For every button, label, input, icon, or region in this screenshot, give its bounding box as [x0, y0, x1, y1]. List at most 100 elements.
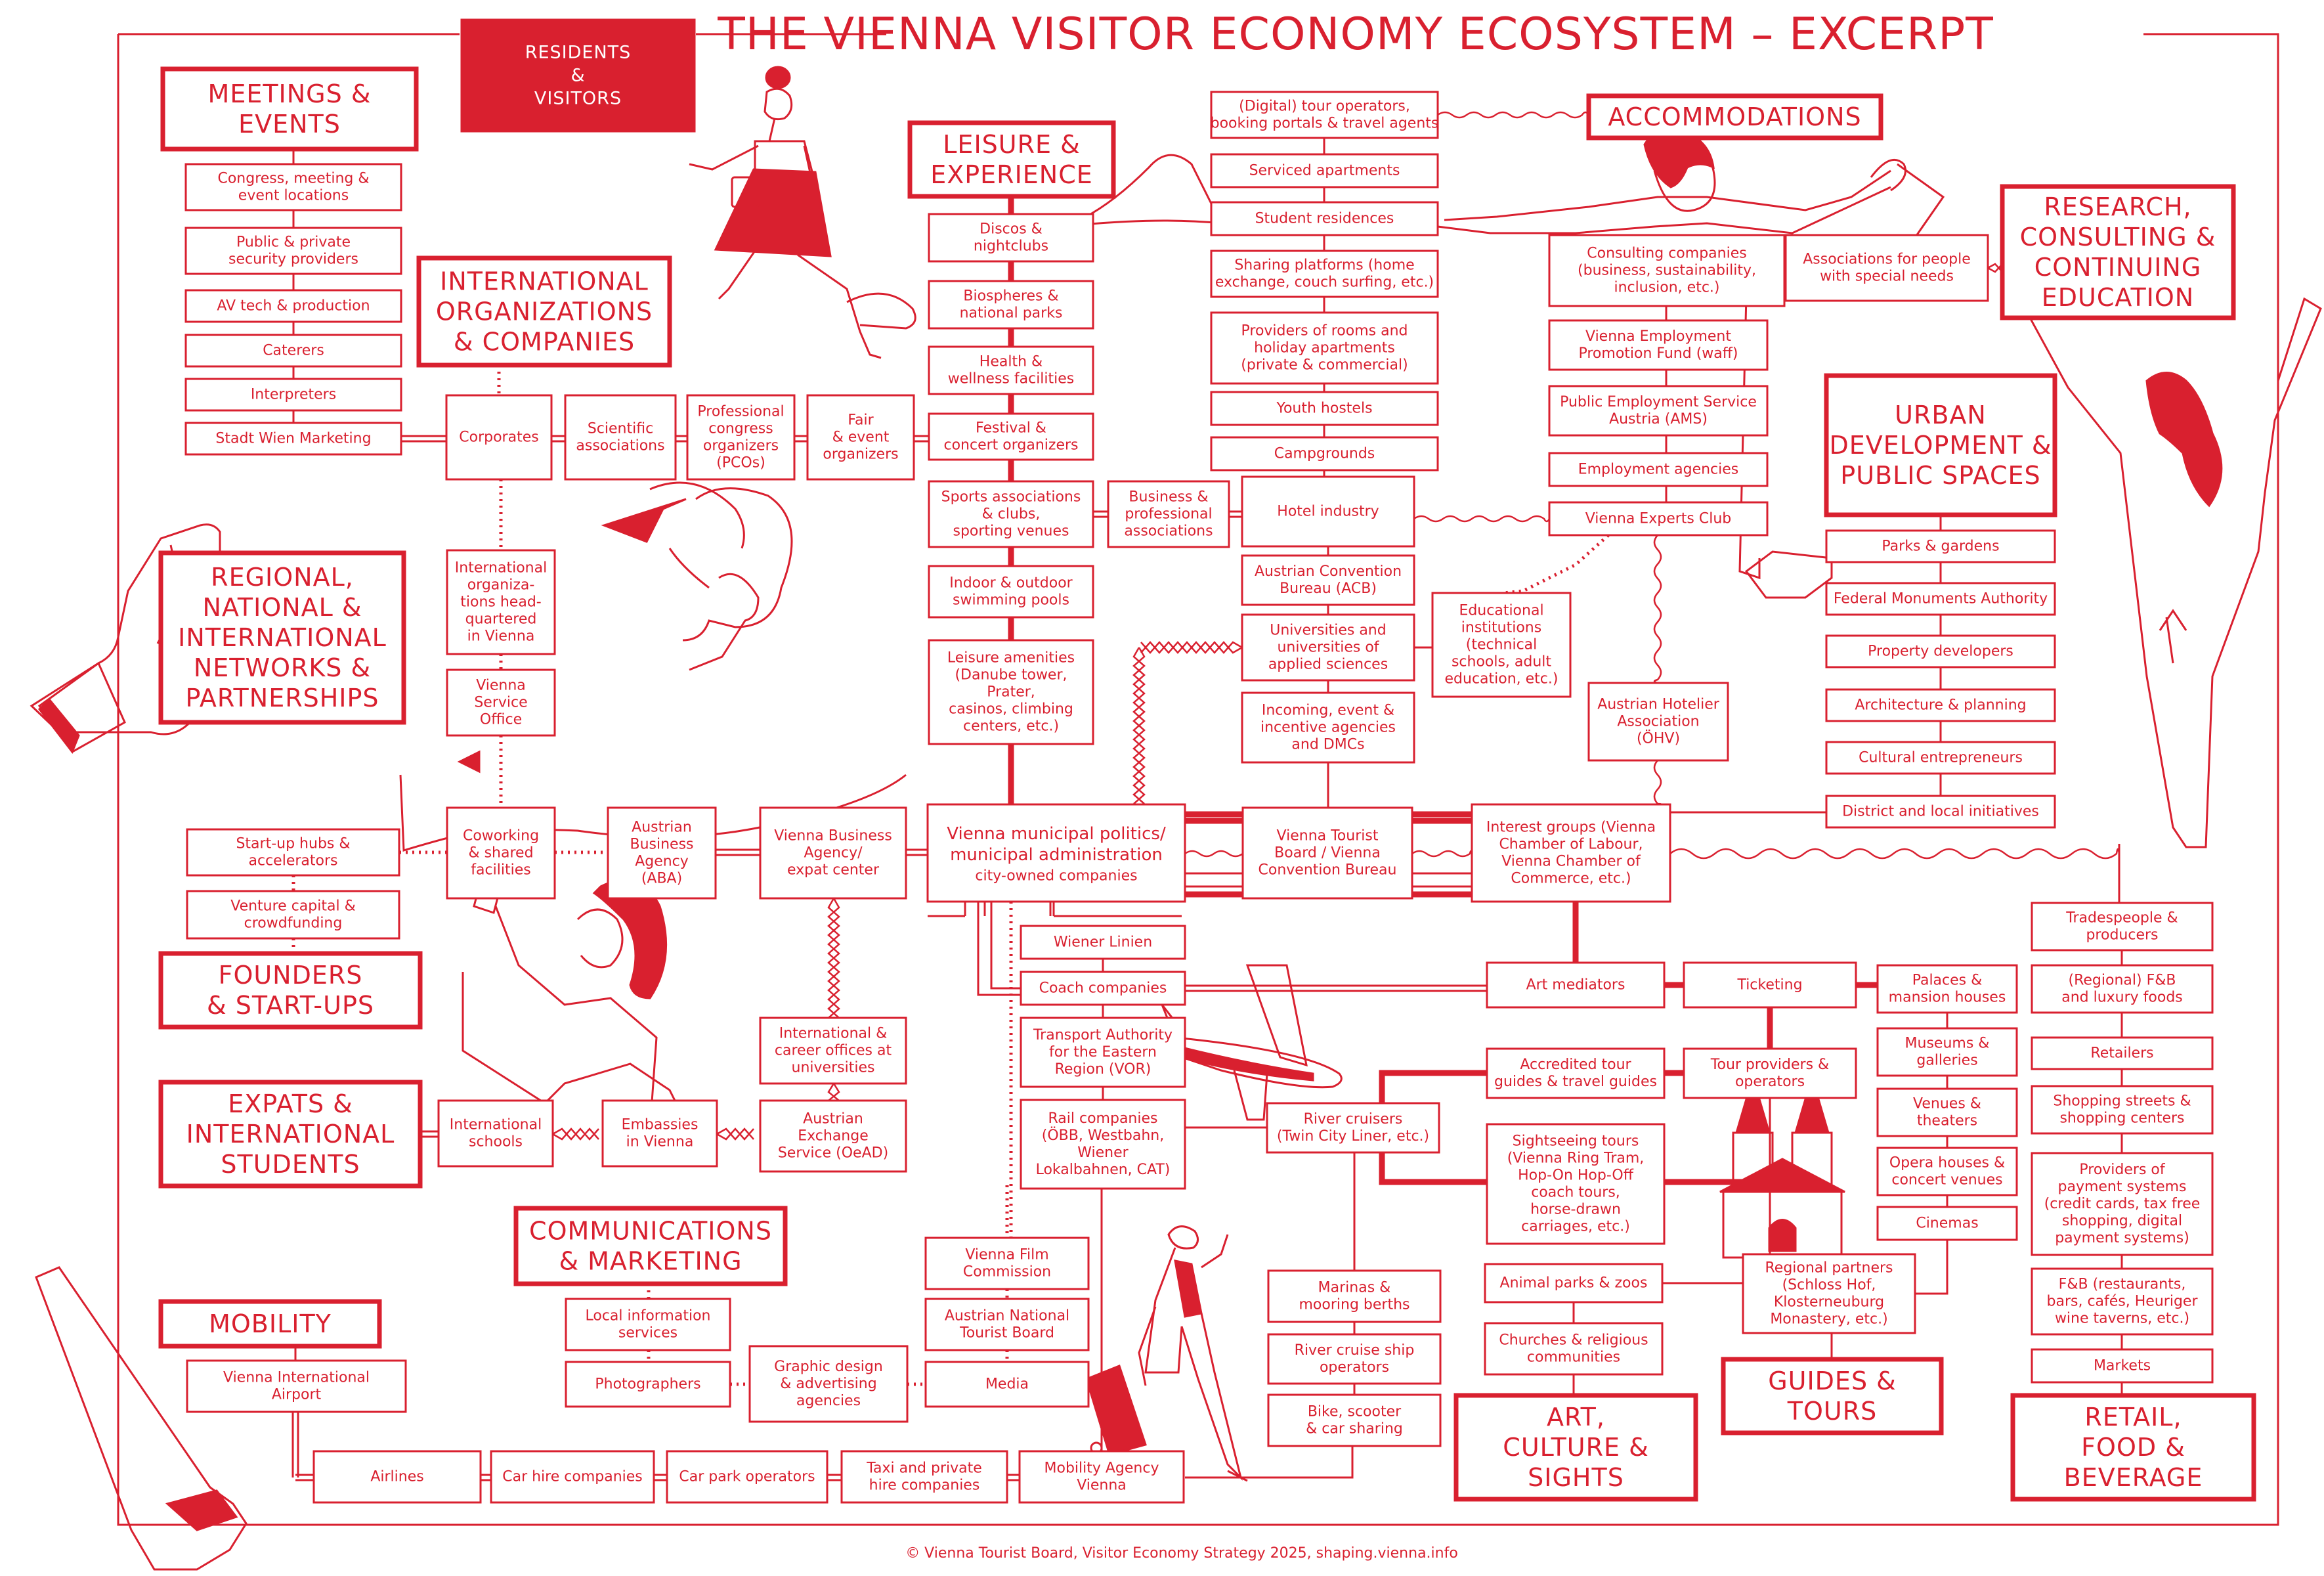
node-campgrounds: Campgrounds [1210, 436, 1439, 471]
double-connector [906, 848, 928, 856]
node-corporates: Corporates [445, 394, 553, 481]
node-frame [1210, 153, 1439, 188]
node-fb-rest: F&B (restaurants,bars, cafés, Heurigerwi… [2031, 1267, 2214, 1336]
label-line: VISITORS [534, 89, 622, 109]
label-line: FOUNDERS [219, 961, 363, 990]
label-line: Hop-On Hop-Off [1518, 1168, 1634, 1184]
label-line: EDUCATION [2042, 283, 2194, 312]
label-line: tions head- [460, 594, 541, 611]
label-line: Scientific [588, 421, 653, 437]
label-line: (Schloss Hof, [1782, 1277, 1876, 1294]
label-line: Vienna International [223, 1370, 370, 1386]
connectors [291, 111, 2123, 1481]
label-line: Coach companies [1039, 980, 1167, 997]
double-connector [654, 1474, 667, 1481]
node-monuments: Federal Monuments Authority [1825, 582, 2056, 616]
label-line: in Vienna [626, 1134, 694, 1150]
diamond-connector [552, 1127, 599, 1141]
node-frame [564, 394, 677, 481]
label-line: schools [469, 1134, 523, 1150]
label-line: operators [1735, 1074, 1805, 1090]
heading-frame [1824, 373, 2057, 517]
label-line: Hotel industry [1277, 504, 1379, 520]
universities-diamond [1140, 641, 1243, 654]
label-line: services [618, 1325, 678, 1342]
node-frame [1548, 452, 1769, 487]
node-frame [928, 213, 1094, 263]
label-line: centers, etc.) [963, 718, 1059, 735]
label-line: BEVERAGE [2064, 1463, 2203, 1492]
label-line: INTERNATIONAL [440, 267, 649, 296]
label-line: Austrian National [945, 1308, 1069, 1324]
label-line: Convention Bureau [1259, 862, 1397, 879]
banner-residents-visitors: RESIDENTS&VISITORS [460, 18, 696, 133]
label-line: SIGHTS [1528, 1463, 1624, 1492]
node-employment: Employment agencies [1548, 452, 1769, 487]
node-river-cruisers: River cruisers(Twin City Liner, etc.) [1266, 1102, 1440, 1154]
diamond-connector [1132, 647, 1146, 804]
node-retailers: Retailers [2031, 1036, 2214, 1070]
label-line: associations [576, 438, 664, 454]
label-line: Photographers [595, 1376, 700, 1393]
label-line: hire companies [869, 1478, 980, 1494]
wave-connector [1411, 850, 1473, 858]
node-frame [446, 806, 556, 900]
label-line: with special needs [1820, 269, 1954, 285]
leg-illustration [35, 1266, 247, 1571]
hotel-experts-wave [1413, 515, 1551, 523]
label-line: shopping centers [2059, 1110, 2184, 1127]
node-frame [184, 422, 402, 456]
heading-frame [158, 1080, 423, 1189]
label-line: Retailers [2090, 1045, 2153, 1062]
node-regional-partners: Regional partners(Schloss Hof,Klosterneu… [1742, 1253, 1916, 1334]
node-frame [186, 828, 400, 877]
node-frame [924, 1361, 1090, 1408]
label-line: Incoming, event & [1262, 703, 1394, 719]
node-sports: Sports associations& clubs,sporting venu… [928, 480, 1094, 548]
label-line: Venues & [1913, 1096, 1981, 1112]
label-line: AV tech & production [217, 298, 370, 315]
tour-operators-accom-wave [1437, 111, 1590, 119]
label-line: Wiener Linien [1054, 934, 1152, 951]
label-line: Local information [586, 1308, 711, 1324]
interest-retail-wave [1669, 848, 2120, 860]
node-frame [1825, 795, 2056, 829]
label-line: COMMUNICATIONS [529, 1217, 772, 1246]
label-line: & START-UPS [207, 991, 374, 1020]
label-line: expat center [787, 862, 880, 879]
node-frame [928, 639, 1094, 745]
label-line: EVENTS [238, 110, 341, 139]
label-line: wine taverns, etc.) [2055, 1311, 2189, 1327]
node-frame [184, 227, 402, 275]
stadtwien-corporates-link [401, 435, 446, 443]
label-line: Transport Authority [1033, 1027, 1173, 1043]
label-line: NATIONAL & [202, 593, 362, 622]
label-line: Car hire companies [502, 1469, 643, 1485]
label-line: security providers [228, 252, 358, 268]
node-frame [446, 549, 556, 655]
label-line: (PCOs) [716, 455, 765, 471]
label-line: exchange, couch surfing, etc.) [1215, 274, 1434, 291]
label-line: ACCOMMODATIONS [1608, 102, 1861, 131]
label-line: and luxury foods [2061, 990, 2183, 1006]
node-frame [1742, 1253, 1916, 1334]
label-line: Board / Vienna [1274, 845, 1381, 862]
node-frame [1876, 964, 2018, 1014]
node-frame [1267, 1393, 1442, 1447]
double-connector [295, 1474, 314, 1481]
node-frame [1486, 1123, 1666, 1245]
label-line: EXPERIENCE [930, 160, 1093, 189]
label-line: Tradespeople & [2065, 910, 2178, 927]
node-carpark: Car park operators [666, 1450, 828, 1504]
experts-ohv-wiggle [1653, 535, 1662, 684]
center-board-bands [1185, 811, 1472, 824]
label-line: DEVELOPMENT & [1829, 431, 2052, 460]
diamond-connector [1987, 263, 2003, 273]
label-line: Cinemas [1916, 1215, 1978, 1232]
label-line: ART, [1547, 1403, 1605, 1432]
